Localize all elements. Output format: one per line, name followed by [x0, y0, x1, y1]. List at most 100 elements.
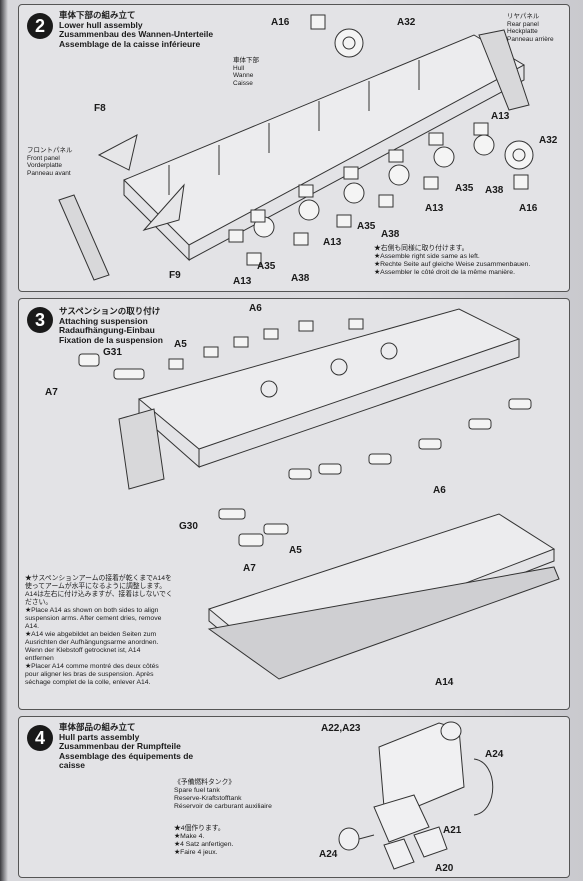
lower-hull-drawing: [58, 14, 534, 281]
part-label: A22,A23: [321, 723, 361, 734]
part-label: A7: [45, 387, 58, 398]
part-label: A6: [433, 485, 446, 496]
note-line: pour aligner les bras de suspension. Apr…: [25, 671, 154, 678]
subassembly-fr: Réservoir de carburant auxiliaire: [174, 803, 272, 810]
part-label: A6: [249, 303, 262, 314]
rear-panel-label: リヤパネル Rear panel Heckplatte Panneau arri…: [507, 13, 554, 43]
part-label: G30: [179, 521, 198, 532]
note-line: A14は左右に付け込みますが、接着はしないでく: [25, 591, 173, 598]
note-line: séchage complet de la colle, enlever A14…: [25, 679, 151, 686]
note-line: A14.: [25, 623, 39, 630]
part-label: A35: [455, 183, 474, 194]
note-line: ださい。: [25, 599, 53, 606]
rear-panel-fr: Panneau arrière: [507, 35, 554, 43]
note-line: 使ってアームが水平になるように調整します。: [25, 583, 167, 590]
subassembly-jp: 《予備燃料タンク》: [174, 779, 236, 786]
part-label: A35: [257, 261, 276, 272]
note-line: ★Faire 4 jeux.: [174, 849, 218, 856]
note-line: ★サスペンションアームの接着が乾くまでA14を: [25, 575, 172, 582]
title-english: Attaching suspension: [59, 315, 148, 326]
part-label: F8: [94, 103, 106, 114]
part-label: A13: [491, 111, 510, 122]
part-label: A35: [357, 221, 376, 232]
note-line: suspension arms. After cement dries, rem…: [25, 615, 162, 622]
rear-panel-de: Heckplatte: [507, 28, 538, 35]
title-japanese: 車体下部の組み立て: [59, 10, 136, 20]
hull-label-fr: Caisse: [233, 79, 253, 87]
step-4-panel: 4 車体部品の組み立て Hull parts assembly Zusammen…: [18, 716, 570, 878]
part-label: A5: [174, 339, 187, 350]
note-line: Ausrichten der Aufhängungsarme anordnen.: [25, 639, 159, 646]
front-panel-label: フロントパネル Front panel Vorderplatte Panneau…: [27, 147, 73, 177]
title-japanese: 車体部品の組み立て: [59, 722, 136, 732]
title-english: Hull parts assembly: [59, 731, 140, 742]
step-number: 2: [27, 13, 53, 39]
suspension-drawing: [78, 308, 560, 680]
title-french-cont: caisse: [59, 760, 85, 770]
note-line: ★Make 4.: [174, 833, 205, 840]
subassembly-en: Spare fuel tank: [174, 787, 220, 794]
note-line: ★Placer A14 comme montré des deux côtés: [25, 663, 159, 670]
hull-label-jp: 車体下部: [233, 57, 259, 64]
note-line: Wenn der Klebstoff getrocknet ist, A14: [25, 647, 141, 654]
title-french: Assemblage des équipements de: [59, 750, 194, 761]
fuel-tank-drawing: [338, 721, 494, 870]
part-label: A32: [397, 17, 416, 28]
rear-panel-en: Rear panel: [507, 20, 539, 28]
hull-label-de: Wanne: [233, 72, 254, 79]
title-german: Zusammenbau des Wannen-Unterteile: [59, 29, 214, 39]
part-label: A14: [435, 677, 454, 688]
note-line: ★右側も同様に取り付けます。: [374, 245, 469, 252]
part-label: A13: [233, 276, 252, 287]
step-3-note: ★サスペンションアームの接着が乾くまでA14を 使ってアームが水平になるように調…: [25, 575, 173, 687]
front-panel-en: Front panel: [27, 154, 60, 162]
note-line: ★Assemble right side same as left.: [374, 253, 480, 260]
hull-label: 車体下部 Hull Wanne Caisse: [233, 57, 259, 87]
rear-panel-jp: リヤパネル: [507, 13, 540, 20]
part-label: A24: [319, 849, 338, 860]
subassembly-de: Reserve-Kraftstofftank: [174, 795, 242, 802]
part-label: A38: [381, 229, 400, 240]
title-french: Fixation de la suspension: [59, 334, 163, 345]
note-line: ★4個作ります。: [174, 825, 225, 832]
note-line: ★Rechte Seite auf gleiche Weise zusammen…: [374, 261, 531, 268]
make-note: ★4個作ります。 ★Make 4. ★4 Satz anfertigen. ★F…: [174, 825, 233, 857]
front-panel-jp: フロントパネル: [27, 147, 73, 154]
part-label: A16: [271, 17, 290, 28]
part-label: G31: [103, 347, 122, 358]
note-line: ★Place A14 as shown on both sides to ali…: [25, 607, 159, 614]
step-title: サスペンションの取り付け Attaching suspension Radauf…: [59, 306, 163, 345]
part-label: A20: [435, 863, 454, 874]
part-label: A5: [289, 545, 302, 556]
step-2-panel: 2 車体下部の組み立て Lower hull assembly Zusammen…: [18, 4, 570, 292]
part-label: A32: [539, 135, 558, 146]
note-line: ★Assembler le côté droit de la même mani…: [374, 269, 515, 276]
hull-label-en: Hull: [233, 64, 245, 72]
part-label: A38: [485, 185, 504, 196]
part-label: A38: [291, 273, 310, 284]
step-3-panel: 3 サスペンションの取り付け Attaching suspension Rada…: [18, 298, 570, 710]
title-german: Radaufhängung-Einbau: [59, 325, 155, 335]
step-number: 3: [27, 307, 53, 333]
title-japanese: サスペンションの取り付け: [59, 306, 161, 316]
step-title: 車体部品の組み立て Hull parts assembly Zusammenba…: [59, 722, 194, 771]
part-label: A13: [425, 203, 444, 214]
title-english: Lower hull assembly: [59, 19, 143, 30]
front-panel-de: Vorderplatte: [27, 162, 63, 169]
step-number: 4: [27, 725, 53, 751]
note-line: ★A14 wie abgebildet an beiden Seiten zum: [25, 631, 157, 638]
part-label: A16: [519, 203, 538, 214]
title-german: Zusammenbau der Rumpfteile: [59, 741, 181, 751]
step-2-note: ★右側も同様に取り付けます。 ★Assemble right side same…: [374, 245, 530, 277]
note-line: ★4 Satz anfertigen.: [174, 841, 234, 848]
front-panel-fr: Panneau avant: [27, 169, 71, 177]
part-label: A13: [323, 237, 342, 248]
part-label: A24: [485, 749, 504, 760]
part-label: F9: [169, 270, 181, 281]
step-title: 車体下部の組み立て Lower hull assembly Zusammenba…: [59, 10, 214, 49]
note-line: entfernen: [25, 655, 54, 662]
title-french: Assemblage de la caisse inférieure: [59, 38, 201, 49]
part-label: A7: [243, 563, 256, 574]
spare-fuel-tank-label: 《予備燃料タンク》 Spare fuel tank Reserve-Krafts…: [174, 779, 272, 811]
